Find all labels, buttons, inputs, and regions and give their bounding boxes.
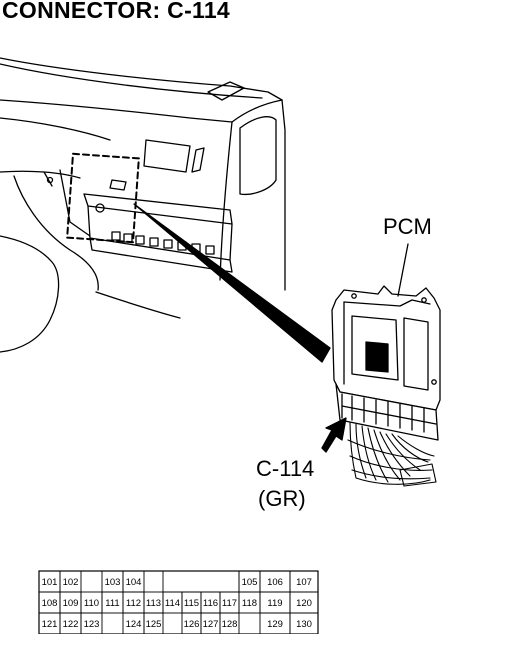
pin-number: 125 xyxy=(146,619,162,630)
pin-number: 126 xyxy=(184,619,200,630)
pin-number: 123 xyxy=(84,619,100,630)
connector-color-label: (GR) xyxy=(258,486,306,511)
pin-number: 129 xyxy=(267,619,283,630)
pin-number: 107 xyxy=(296,577,312,588)
dash-module xyxy=(83,179,233,273)
pcm-module xyxy=(331,285,441,441)
pin-number: 108 xyxy=(42,598,58,609)
pin-cell xyxy=(143,612,164,634)
pin-number: 127 xyxy=(203,619,219,630)
pin-number: 101 xyxy=(42,577,58,588)
pin-number: 111 xyxy=(105,598,119,609)
pin-number: 113 xyxy=(146,598,161,609)
pin-number: 130 xyxy=(296,619,312,630)
pin-number: 117 xyxy=(222,598,237,609)
pin-number: 103 xyxy=(105,577,121,588)
pin-number: 110 xyxy=(84,598,99,609)
location-highlight-box xyxy=(66,152,140,244)
pin-number: 116 xyxy=(203,598,218,609)
pcm-location-illustration xyxy=(0,57,441,487)
pin-cell xyxy=(219,612,240,634)
wire-harness xyxy=(347,421,437,487)
pin-number: 122 xyxy=(63,619,79,630)
pin-number: 105 xyxy=(242,577,258,588)
pin-number: 124 xyxy=(126,619,142,630)
pcm-label: PCM xyxy=(383,214,432,239)
connector-label: C-114 xyxy=(256,456,315,481)
pin-number: 120 xyxy=(296,598,312,609)
pin-cell xyxy=(289,612,319,634)
connector-arrow xyxy=(321,417,347,453)
pin-cell xyxy=(80,612,103,634)
pin-number: 119 xyxy=(267,598,282,609)
pointer-wedge xyxy=(133,203,331,363)
pin-number: 109 xyxy=(63,598,79,609)
dashboard-outline xyxy=(0,57,286,353)
pin-number: 112 xyxy=(126,598,141,609)
connector-pin-layout: 101 102 103 104 105 106 107 108 109 110 111 112 113 1… xyxy=(38,570,319,634)
pin-number: 102 xyxy=(63,577,79,588)
pin-number: 128 xyxy=(222,619,238,630)
pin-number: 121 xyxy=(42,619,58,630)
pin-number: 115 xyxy=(184,598,199,609)
pin-number: 106 xyxy=(267,577,283,588)
page-title: CONNECTOR: C-114 xyxy=(2,0,231,23)
connector-key-outline xyxy=(162,571,240,593)
pin-number: 104 xyxy=(126,577,142,588)
pin-number: 114 xyxy=(165,598,180,609)
pin-number: 118 xyxy=(242,598,257,609)
pcm-leader-line xyxy=(397,243,409,297)
